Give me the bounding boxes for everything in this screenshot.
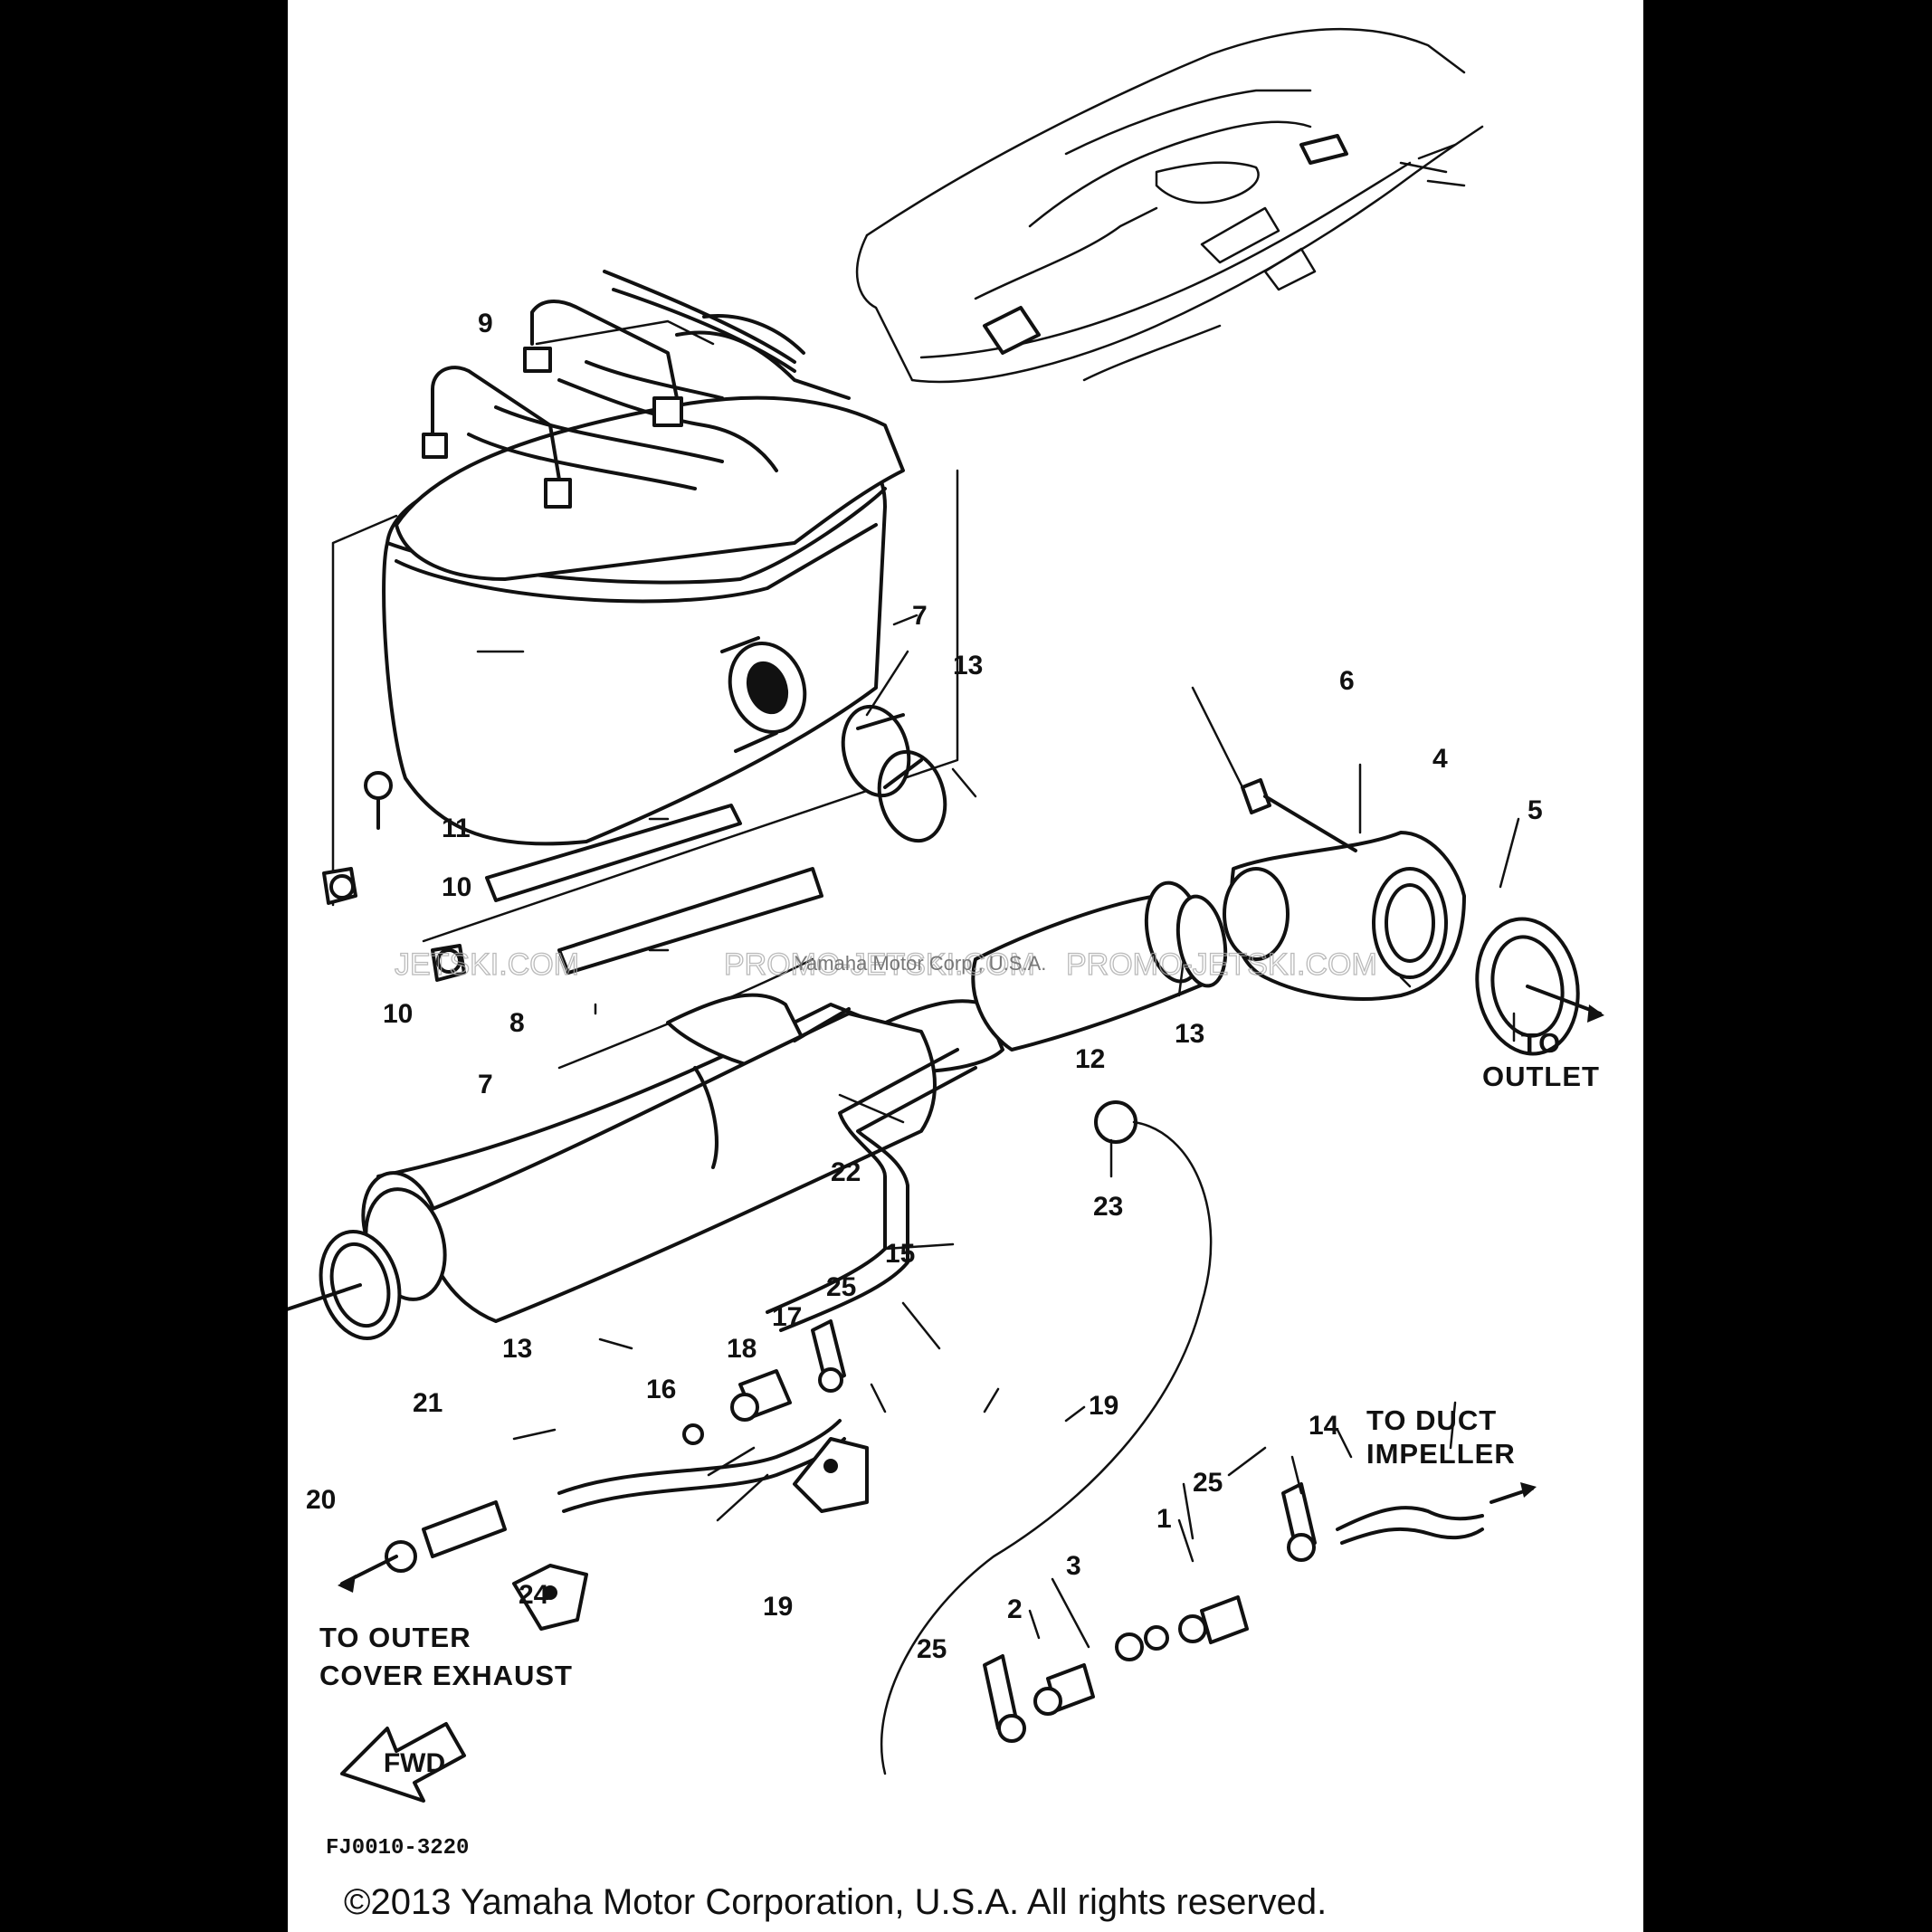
callout-21: 21 [413,1388,443,1418]
note-to-outlet-line2: OUTLET [1482,1061,1600,1092]
note-to-duct-line1: TO DUCT [1366,1404,1497,1436]
water-hoses [338,1048,1537,1775]
exhaust-system-diagram: FWD 9 7 13 6 4 5 11 [288,27,1604,1922]
callout-numbers: 9 7 13 6 4 5 11 10 10 8 7 12 13 22 23 15… [306,309,1543,1664]
callout-13-top: 13 [953,651,983,680]
callout-13-middle: 13 [1175,1019,1204,1049]
callout-19-upper: 19 [1089,1391,1118,1421]
callout-25-lower: 25 [917,1634,947,1664]
callout-1: 1 [1156,1504,1172,1534]
callout-9: 9 [478,309,493,338]
callout-13-lower: 13 [502,1334,532,1364]
callout-23: 23 [1093,1192,1123,1222]
callout-leader-lines [476,319,1520,1680]
callout-7-bottom: 7 [478,1070,493,1099]
water-lock-box [331,270,959,975]
watermark-owner: Yamaha Motor Corp., U.S.A. [795,952,1046,975]
callout-25-upper: 25 [826,1272,856,1302]
callout-10-lower: 10 [383,999,413,1029]
callout-12: 12 [1075,1044,1105,1074]
callout-5: 5 [1528,795,1543,825]
callout-17: 17 [772,1302,802,1332]
callout-14: 14 [1309,1411,1339,1441]
note-to-outer-line2: COVER EXHAUST [319,1660,573,1691]
diagram-code: FJ0010-3220 [326,1836,469,1861]
watercraft-hull-illustration [855,27,1484,384]
grommets-and-screw [322,771,466,982]
note-to-outlet-line1: TO [1521,1027,1562,1059]
watermark-center: PROMO-JETSKI.COM [724,947,1035,982]
callout-16: 16 [646,1375,676,1404]
callout-6: 6 [1339,666,1355,696]
watermark-right: PROMO-JETSKI.COM [1066,947,1377,982]
callout-20: 20 [306,1485,336,1515]
callout-11: 11 [442,814,471,843]
callout-8: 8 [509,1008,525,1038]
callout-7-top: 7 [912,601,928,631]
direction-notes: TO OUTLET TO DUCT IMPELLER TO OUTER COVE… [319,1027,1600,1691]
fwd-label: FWD [384,1748,445,1778]
watermark-left: JETSKI.COM [395,947,579,982]
exhaust-pipes [288,778,1604,1340]
callout-4: 4 [1432,744,1448,774]
callout-10-upper: 10 [442,872,471,902]
copyright-notice: ©2013 Yamaha Motor Corporation, U.S.A. A… [344,1882,1327,1922]
callout-19-lower: 19 [763,1592,793,1622]
parts-diagram-sheet: FWD 9 7 13 6 4 5 11 [288,0,1643,1932]
callout-15: 15 [885,1239,915,1269]
fwd-direction-badge: FWD [340,1722,466,1803]
callout-18: 18 [727,1334,757,1364]
callout-22: 22 [831,1157,861,1187]
note-to-duct-line2: IMPELLER [1366,1438,1516,1470]
note-to-outer-line1: TO OUTER [319,1622,471,1653]
watermarks: JETSKI.COM PROMO-JETSKI.COM PROMO-JETSKI… [394,947,1377,982]
callout-2: 2 [1007,1594,1023,1624]
callout-3: 3 [1066,1551,1081,1581]
callout-25-right: 25 [1193,1468,1223,1498]
callout-24: 24 [519,1580,549,1610]
